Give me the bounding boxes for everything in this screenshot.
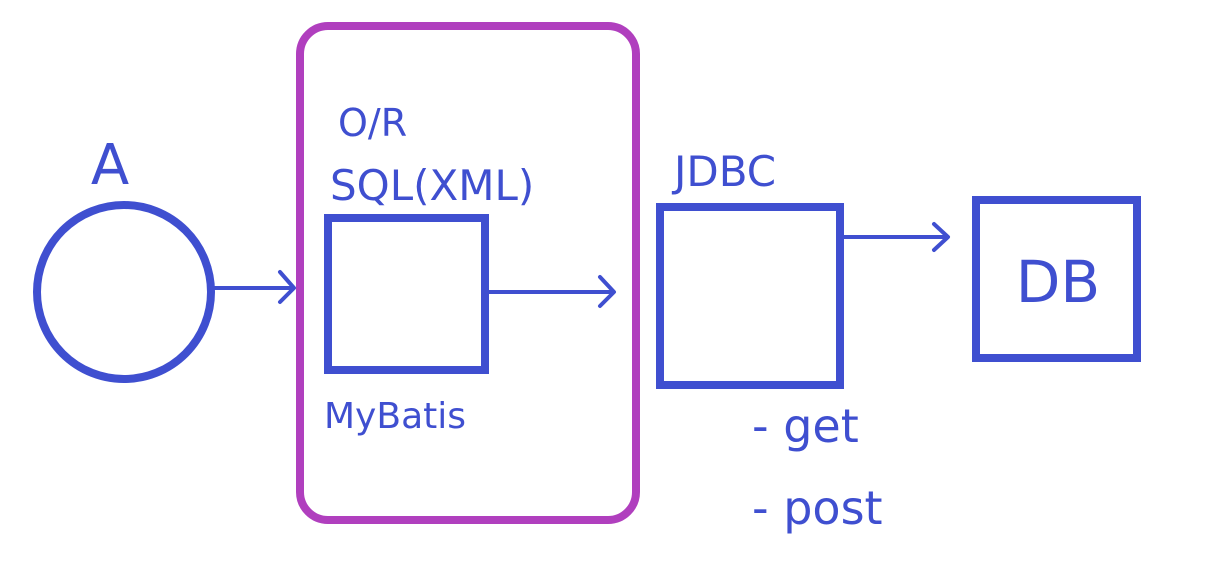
arrow-jdbc-to-db [841, 222, 950, 252]
actor-a-label: A [91, 133, 129, 198]
db-label: DB [1016, 248, 1100, 316]
mybatis-box [324, 214, 489, 374]
actor-a-circle [33, 201, 215, 383]
mybatis-container [296, 22, 640, 524]
mybatis-label: MyBatis [324, 396, 466, 437]
db-box [972, 196, 1141, 362]
sql-xml-label: SQL(XML) [330, 161, 534, 210]
arrow-a-to-mybatis [210, 270, 296, 304]
method-get-label: - get [752, 399, 859, 453]
jdbc-box [656, 203, 844, 389]
orm-label: O/R [338, 101, 407, 145]
jdbc-label: JDBC [671, 147, 776, 196]
method-post-label: - post [752, 481, 883, 535]
arrow-mybatis-to-jdbc [485, 275, 616, 308]
